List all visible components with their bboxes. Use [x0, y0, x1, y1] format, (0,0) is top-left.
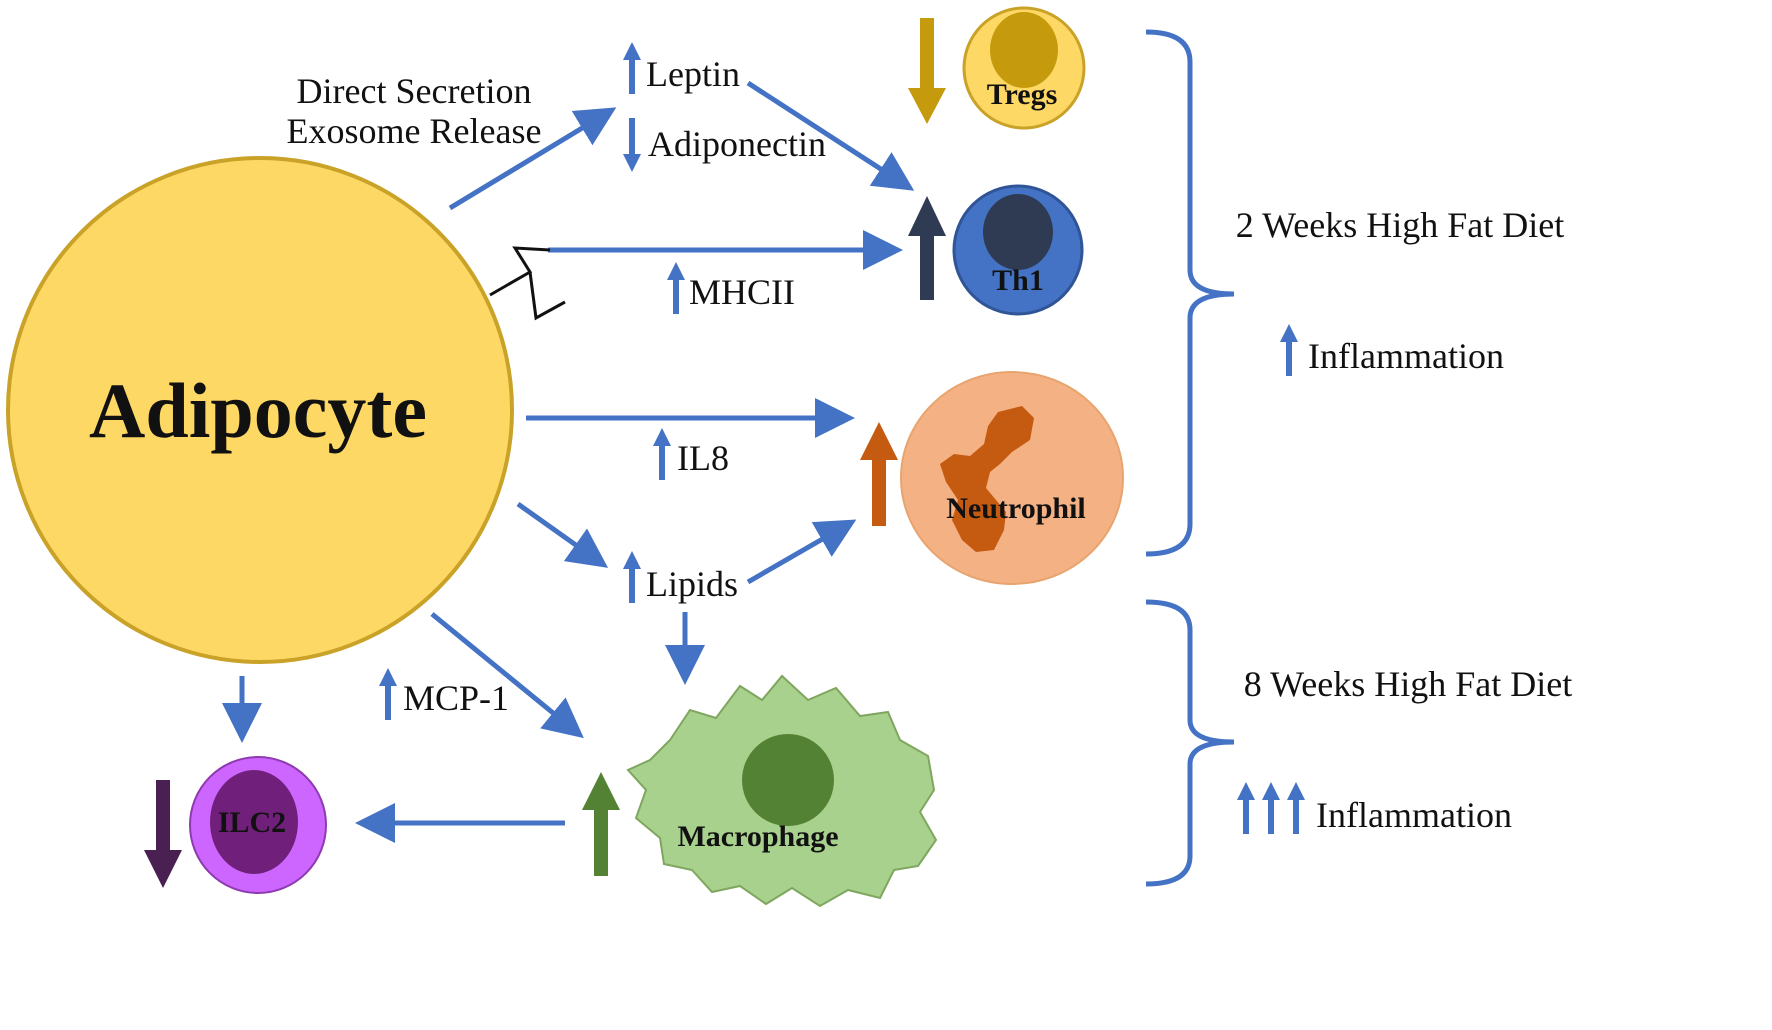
- up-arrow-icon: [653, 428, 671, 480]
- up-arrow-icon: [379, 668, 397, 720]
- up-arrow-icon: [623, 42, 641, 94]
- curly-brace-icon: [1145, 29, 1235, 557]
- up-arrow-icon: [1287, 782, 1305, 834]
- up-arrow-icon: [1280, 324, 1298, 376]
- arrow-mcp1-to-macrophage: [430, 612, 584, 739]
- neutrophil-label: Neutrophil: [946, 492, 1085, 525]
- up-arrow-icon: [1237, 782, 1255, 834]
- two-weeks-label: 2 Weeks High Fat Diet: [1236, 205, 1564, 245]
- adiponectin-marker: Adiponectin: [623, 118, 826, 172]
- lipids-label: Lipids: [646, 564, 738, 604]
- curly-brace-icon: [1145, 599, 1235, 887]
- up-arrow-icon: [908, 196, 946, 300]
- th1-cell: Th1: [952, 184, 1084, 316]
- th1-label: Th1: [992, 264, 1044, 297]
- lipids-marker: Lipids: [623, 551, 738, 604]
- inflammation-8w-label: Inflammation: [1316, 795, 1512, 835]
- connector-arrows: [222, 80, 915, 843]
- up-arrow-icon: [860, 422, 898, 526]
- arrow-adipocyte-to-lipids: [516, 501, 609, 568]
- arrow-leptin-to-th1: [746, 80, 915, 191]
- arrow-adipocyte-to-leptin: [448, 107, 617, 211]
- arrow-lipids-to-neutrophil: [746, 519, 857, 585]
- direct-secretion-label: Direct Secretion: [297, 71, 532, 111]
- down-arrow-icon: [623, 118, 641, 172]
- il8-label: IL8: [677, 438, 729, 478]
- adipocyte-label: Adipocyte: [89, 367, 427, 454]
- up-arrow-icon: [1262, 782, 1280, 834]
- adipocyte-cell: Adipocyte: [6, 156, 514, 664]
- adiponectin-label: Adiponectin: [648, 124, 826, 164]
- eight-weeks-label: 8 Weeks High Fat Diet: [1244, 664, 1572, 704]
- up-arrow-icon: [623, 551, 641, 603]
- mcp1-marker: MCP-1: [379, 668, 509, 720]
- mhcii-label: MHCII: [689, 272, 795, 312]
- macrophage-cell: Macrophage: [626, 674, 938, 908]
- il8-marker: IL8: [653, 428, 729, 480]
- leptin-label: Leptin: [646, 54, 740, 94]
- up-arrow-icon: [582, 772, 620, 876]
- tregs-cell: Tregs: [962, 6, 1086, 130]
- mcp1-label: MCP-1: [403, 678, 509, 718]
- macrophage-label: Macrophage: [677, 820, 838, 853]
- down-arrow-icon: [908, 18, 946, 124]
- inhibition-icon: [489, 246, 566, 321]
- neutrophil-cell: Neutrophil: [900, 371, 1124, 585]
- ilc2-label: ILC2: [218, 806, 286, 839]
- ilc2-cell: ILC2: [189, 756, 327, 894]
- up-arrow-icon: [667, 262, 685, 314]
- down-arrow-icon: [144, 780, 182, 888]
- exosome-release-label: Exosome Release: [287, 111, 542, 151]
- inflammation-2w-label: Inflammation: [1308, 336, 1504, 376]
- leptin-marker: Leptin: [623, 42, 740, 94]
- tregs-label: Tregs: [987, 78, 1058, 111]
- mhcii-marker: MHCII: [667, 262, 795, 314]
